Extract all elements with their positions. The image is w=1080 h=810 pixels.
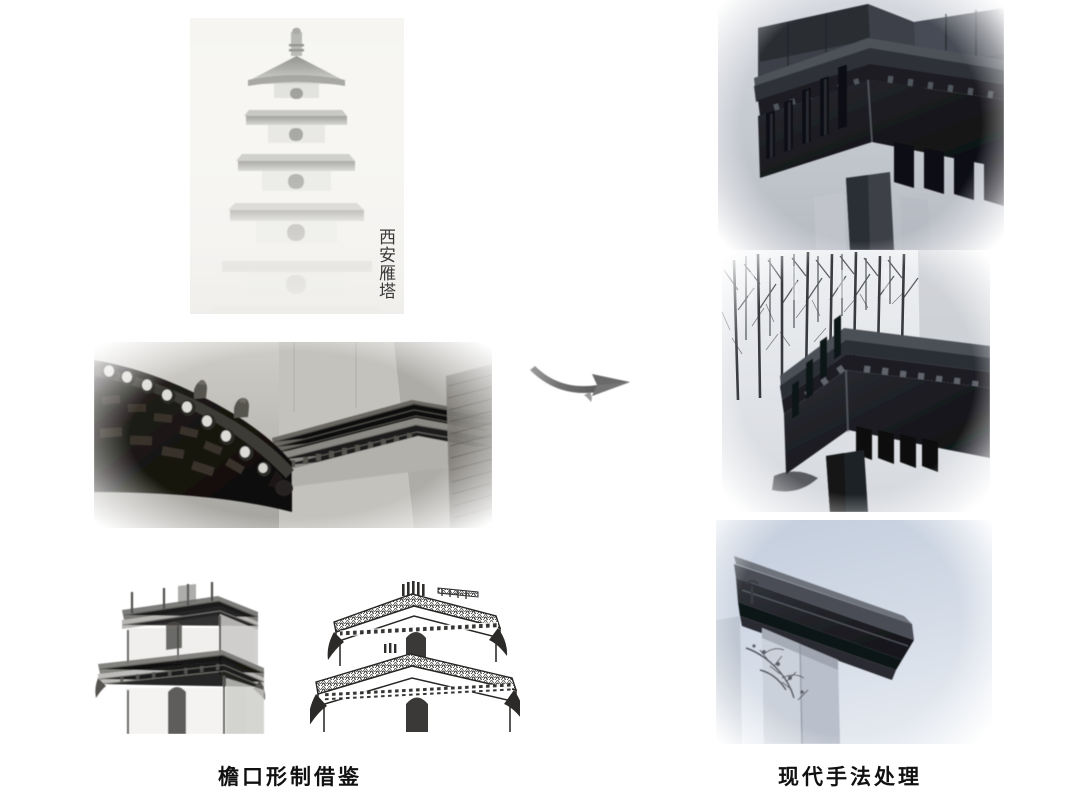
line-drawing-sketch-icon (310, 566, 520, 734)
traditional-eave-photo (94, 342, 492, 528)
caption-right: 现代手法处理 (778, 764, 922, 789)
modern-bracket-eave-photo (718, 0, 1004, 250)
caption-left: 檐口形制借鉴 (218, 764, 362, 789)
traditional-eave-corner-icon (94, 342, 492, 528)
modern-bracket-eave-icon (718, 0, 1004, 250)
curved-arrow-right-icon (530, 366, 630, 402)
modern-cantilever-eave-icon (716, 520, 992, 744)
modern-cantilever-eave-sky-photo (716, 520, 992, 744)
transition-arrow (524, 344, 662, 416)
pagoda-reference-plate: 西安雁塔 (190, 18, 404, 314)
ink-wash-sketch-icon (92, 568, 278, 734)
modern-eave-winter-trees-icon (722, 250, 990, 512)
line-drawing-pagoda-eaves-sketch (310, 566, 520, 734)
pagoda-elevation-icon (190, 18, 404, 314)
modern-eave-winter-trees-photo (722, 250, 990, 512)
pagoda-label: 西安雁塔 (375, 228, 395, 300)
ink-wash-pagoda-corner-sketch (92, 568, 278, 734)
